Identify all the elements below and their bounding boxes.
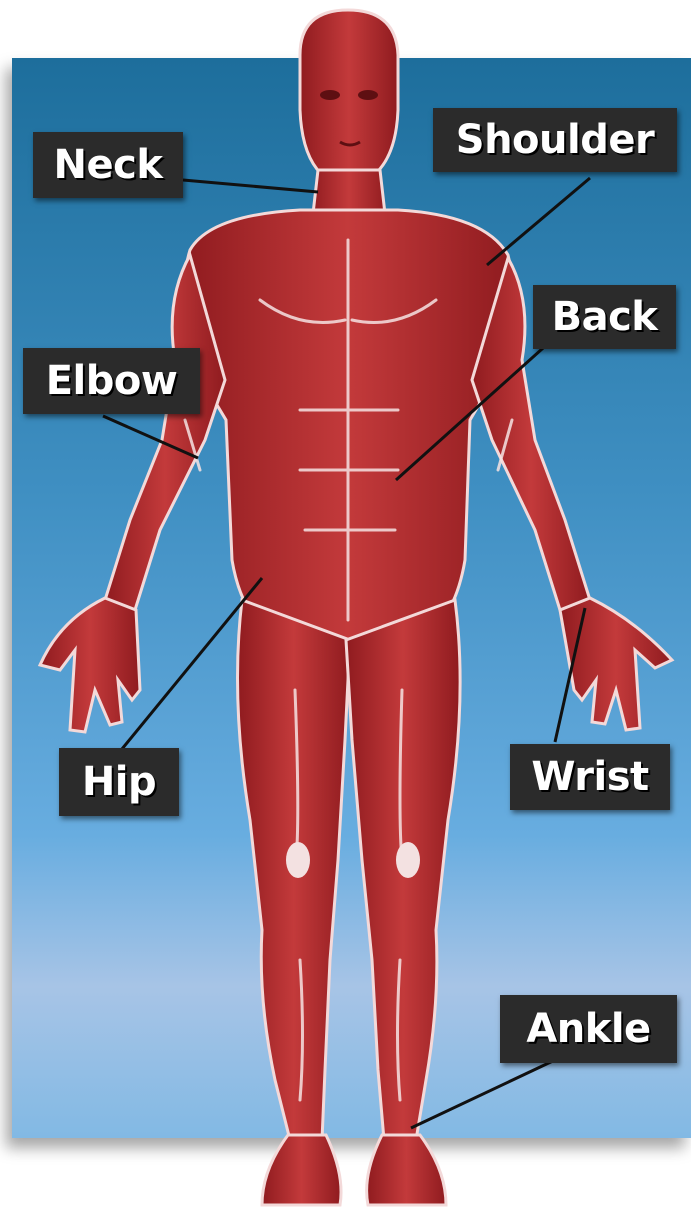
label-back: Back xyxy=(533,285,676,349)
label-wrist: Wrist xyxy=(510,744,670,810)
right-foot xyxy=(367,1135,446,1205)
neck-leader-line xyxy=(183,180,318,192)
label-neck: Neck xyxy=(33,132,183,198)
right-knee xyxy=(396,842,420,878)
label-hip: Hip xyxy=(59,748,179,816)
ankle-leader-line xyxy=(411,1060,555,1128)
left-hand xyxy=(40,598,140,732)
right-hand xyxy=(560,598,672,730)
label-ankle: Ankle xyxy=(500,995,677,1063)
left-knee xyxy=(286,842,310,878)
left-foot xyxy=(262,1135,341,1205)
label-elbow: Elbow xyxy=(23,348,200,414)
shoulder-leader-line xyxy=(487,178,590,265)
head xyxy=(300,10,398,178)
label-shoulder: Shoulder xyxy=(433,108,677,172)
